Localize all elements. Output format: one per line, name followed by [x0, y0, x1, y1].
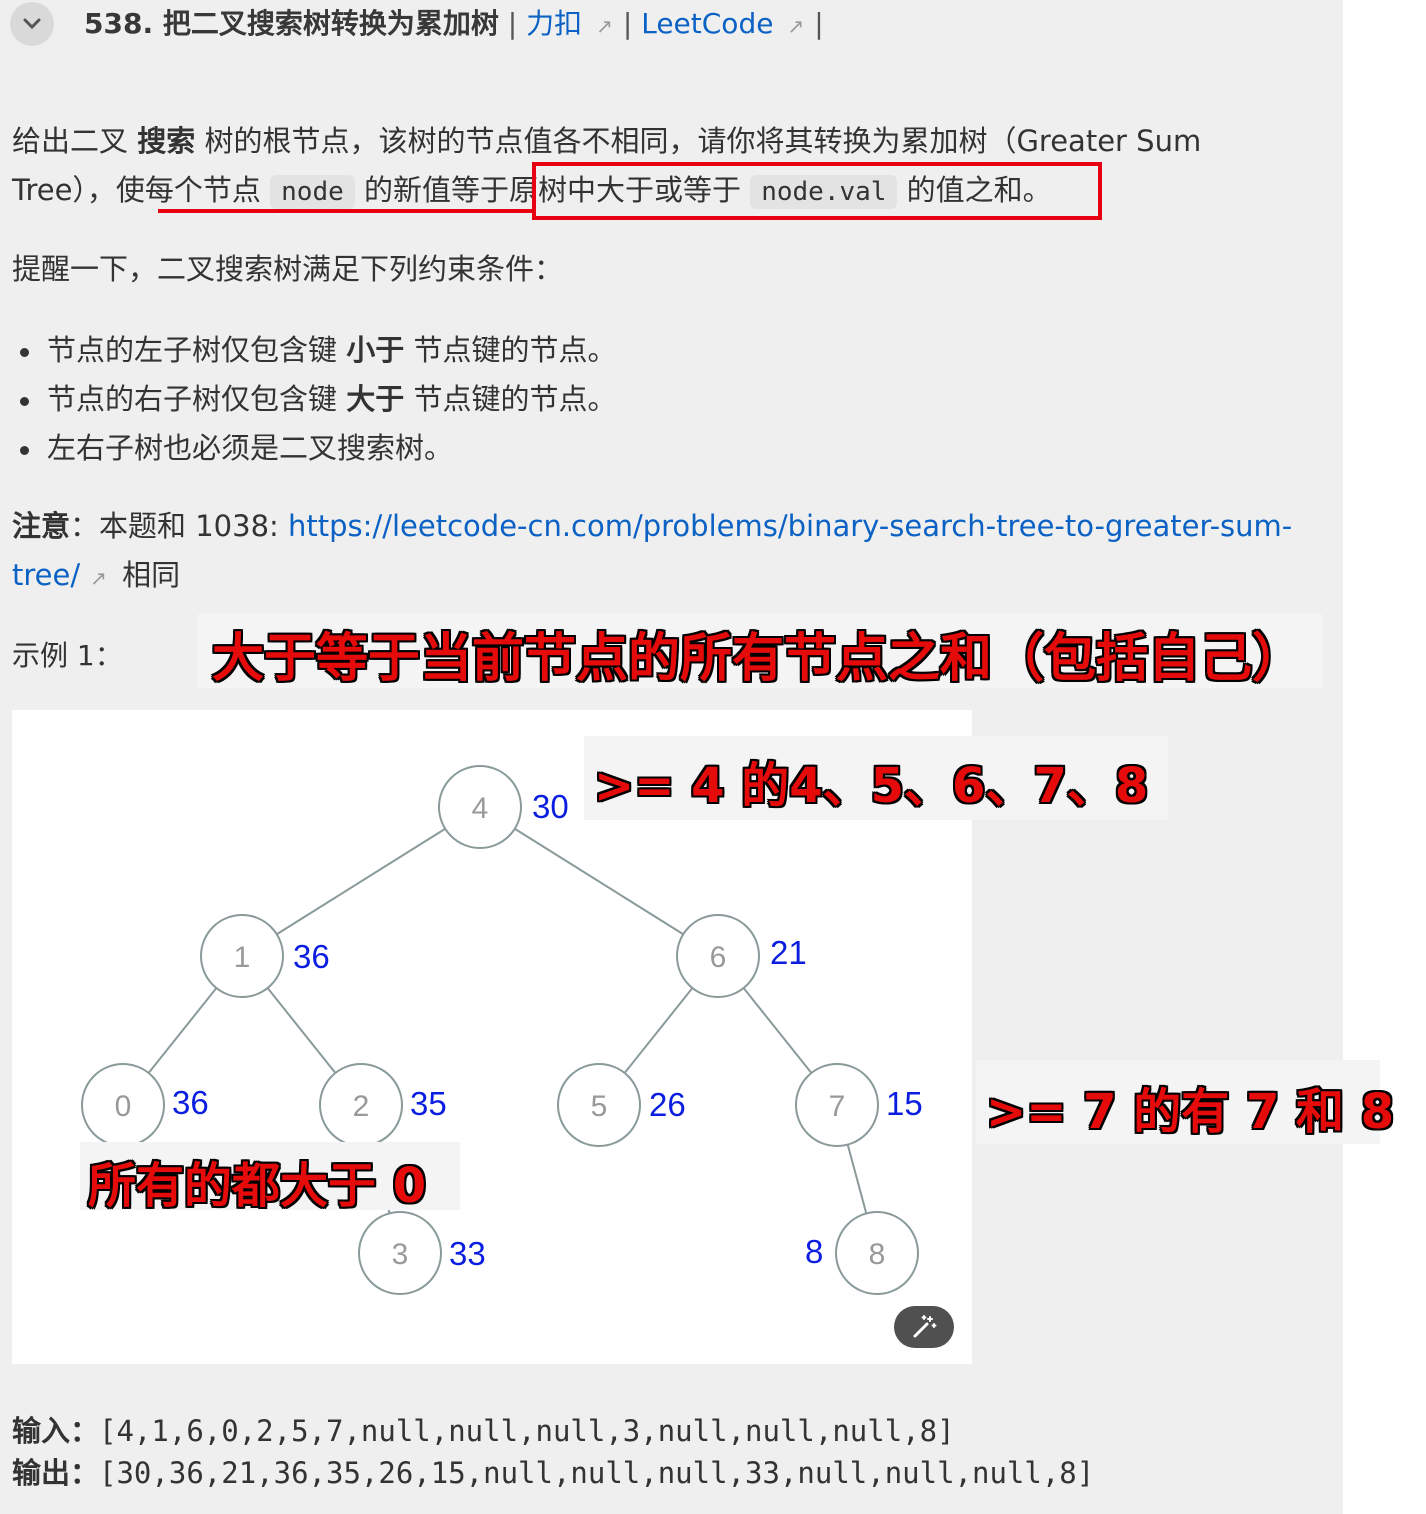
magic-wand-icon	[913, 1315, 937, 1338]
tree-node-sum: 21	[770, 934, 807, 971]
list-item: 左右子树也必须是二叉搜索树。	[20, 428, 453, 468]
description-line-1: 给出二叉 搜索 树的根节点，该树的节点值各不相同，请你将其转换为累加树（Grea…	[12, 124, 1202, 158]
problem-header	[10, 2, 54, 46]
tree-node	[358, 1211, 442, 1295]
tree-node-sum: 35	[410, 1085, 447, 1122]
leetcode-cn-link[interactable]: 力扣	[526, 7, 583, 40]
inline-code-node: node	[270, 175, 355, 209]
image-tools-button[interactable]	[894, 1306, 954, 1348]
example-output: 输出：[30,36,21,36,35,26,15,null,null,null,…	[12, 1456, 1095, 1490]
tree-node	[557, 1063, 641, 1147]
tree-node-value: 8	[869, 1238, 886, 1271]
tree-edge	[147, 987, 218, 1074]
highlight-underline	[158, 209, 536, 213]
problem-title: 538. 把二叉搜索树转换为累加树	[84, 7, 499, 40]
annotation-ge4: >= 4 的4、5、6、7、8	[594, 758, 1149, 814]
tree-node	[795, 1063, 879, 1147]
list-item: 节点的左子树仅包含键 小于 节点键的节点。	[20, 330, 616, 370]
tree-node-value: 3	[392, 1238, 409, 1271]
tree-node-value: 1	[234, 941, 251, 974]
external-link-icon: ↗	[787, 14, 805, 38]
note-line-1: 注意：本题和 1038: https://leetcode-cn.com/pro…	[12, 509, 1293, 543]
tree-edge	[514, 827, 684, 936]
tree-node	[676, 914, 760, 998]
example-label: 示例 1：	[12, 639, 123, 672]
external-link-icon: ↗	[90, 566, 107, 590]
annotation-ge7: >= 7 的有 7 和 8	[986, 1084, 1395, 1140]
collapse-button[interactable]	[10, 2, 54, 46]
tree-node-value: 0	[115, 1090, 132, 1123]
tree-node	[200, 914, 284, 998]
tree-node	[438, 765, 522, 849]
title-row: 538. 把二叉搜索树转换为累加树 | 力扣↗| LeetCode↗|	[84, 7, 824, 40]
tree-edge	[846, 1144, 868, 1214]
annotation-all-gt-0: 所有的都大于 0	[88, 1158, 427, 1214]
tree-node-sum: 30	[532, 788, 569, 825]
tree-node-value: 7	[829, 1090, 846, 1123]
tree-node	[835, 1211, 919, 1295]
tree-node-sum: 26	[649, 1086, 686, 1123]
tree-edge	[742, 987, 813, 1074]
highlight-box	[532, 162, 1102, 220]
tree-node-value: 5	[591, 1090, 608, 1123]
example-input: 输入：[4,1,6,0,2,5,7,null,null,null,3,null,…	[12, 1414, 955, 1448]
note-line-2: tree/↗ 相同	[12, 558, 181, 592]
description-line-2: Tree），使每个节点 node 的新值等于原树中大于或等于 node.val …	[12, 173, 1052, 209]
tree-edge	[266, 987, 337, 1074]
tree-node-sum: 15	[886, 1085, 923, 1122]
annotation-top: 大于等于当前节点的所有节点之和（包括自己）	[212, 629, 1305, 689]
tree-node-sum: 36	[293, 938, 330, 975]
note-link-cont[interactable]: tree/	[12, 558, 81, 592]
tree-node-sum: 33	[449, 1235, 486, 1272]
chevron-down-icon	[23, 18, 41, 30]
tree-node-value: 6	[710, 941, 727, 974]
tree-node-value: 4	[472, 792, 489, 825]
list-item: 节点的右子树仅包含键 大于 节点键的节点。	[20, 379, 616, 419]
reminder-text: 提醒一下，二叉搜索树满足下列约束条件：	[12, 252, 564, 286]
tree-edge	[276, 827, 446, 936]
tree-node-value: 2	[353, 1090, 370, 1123]
inline-code-node-val: node.val	[750, 175, 898, 209]
tree-node-sum: 8	[805, 1233, 823, 1270]
note-link[interactable]: https://leetcode-cn.com/problems/binary-…	[288, 509, 1293, 543]
external-link-icon: ↗	[596, 14, 613, 38]
leetcode-link[interactable]: LeetCode	[641, 7, 774, 40]
tree-node-sum: 36	[172, 1084, 209, 1121]
tree-edge	[623, 987, 694, 1074]
